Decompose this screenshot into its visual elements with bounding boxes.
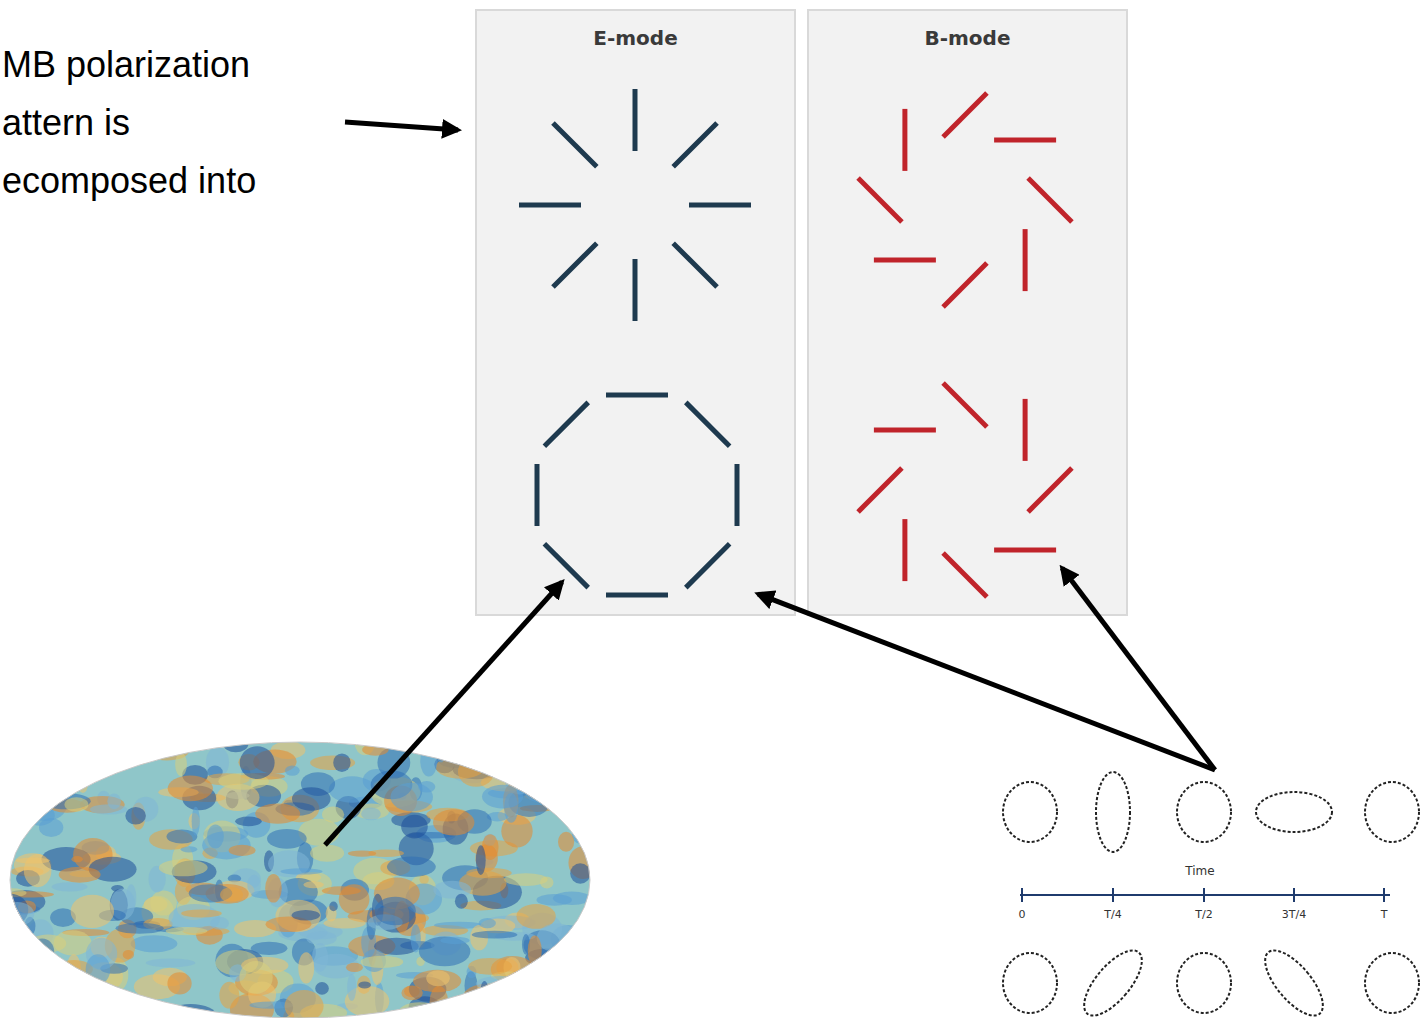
polarization-stroke (994, 548, 1056, 553)
tick-label: 3T/4 (1274, 908, 1314, 921)
cmb-map (0, 725, 598, 1018)
polarization-stroke (994, 137, 1056, 142)
polarization-stroke (943, 383, 987, 427)
panel-heading: E-mode (476, 10, 795, 50)
polarization-stroke (606, 393, 668, 398)
leader-arrows (325, 122, 1215, 845)
tick-label: T/2 (1184, 908, 1224, 921)
caption-note: MB polarization attern is ecomposed into (2, 36, 302, 210)
axis-title: Time (1170, 864, 1230, 878)
polarization-stroke (544, 544, 588, 588)
polarization-stroke (943, 553, 987, 597)
polarization-stroke (633, 259, 638, 321)
b-mode-panel: B-mode (808, 10, 1127, 615)
e-mode-panel (476, 10, 795, 615)
polarization-stroke (606, 593, 668, 598)
timeline (1020, 888, 1390, 902)
polarization-stroke (673, 123, 717, 167)
polarization-stroke (1028, 178, 1072, 222)
polarization-stroke (874, 258, 936, 263)
polarization-stroke (858, 178, 902, 222)
polarization-stroke (686, 544, 730, 588)
polarization-stroke (902, 519, 907, 581)
tick-label: T (1369, 908, 1399, 921)
polarization-stroke (1028, 468, 1072, 512)
polarization-stroke (519, 203, 581, 208)
polarization-strokes (519, 89, 1072, 597)
polarization-stroke (1023, 229, 1028, 291)
polarization-stroke (858, 468, 902, 512)
polarization-stroke (544, 402, 588, 446)
polarization-stroke (735, 464, 740, 526)
polarization-stroke (1023, 399, 1028, 461)
tick-label: 0 (1007, 908, 1037, 921)
polarization-stroke (943, 263, 987, 307)
polarization-stroke (673, 243, 717, 287)
polarization-stroke (553, 123, 597, 167)
polarization-stroke (943, 93, 987, 137)
polarization-stroke (902, 109, 907, 171)
polarization-stroke (535, 464, 540, 526)
e-mode-panel: E-mode (476, 10, 795, 615)
b-mode-panel (808, 10, 1127, 615)
polarization-stroke (686, 402, 730, 446)
polarization-stroke (633, 89, 638, 151)
panel-heading: B-mode (808, 10, 1127, 50)
gravitational-wave-figure (1003, 772, 1419, 1018)
tick-label: T/4 (1093, 908, 1133, 921)
polarization-stroke (553, 243, 597, 287)
polarization-stroke (689, 203, 751, 208)
polarization-stroke (874, 427, 936, 432)
